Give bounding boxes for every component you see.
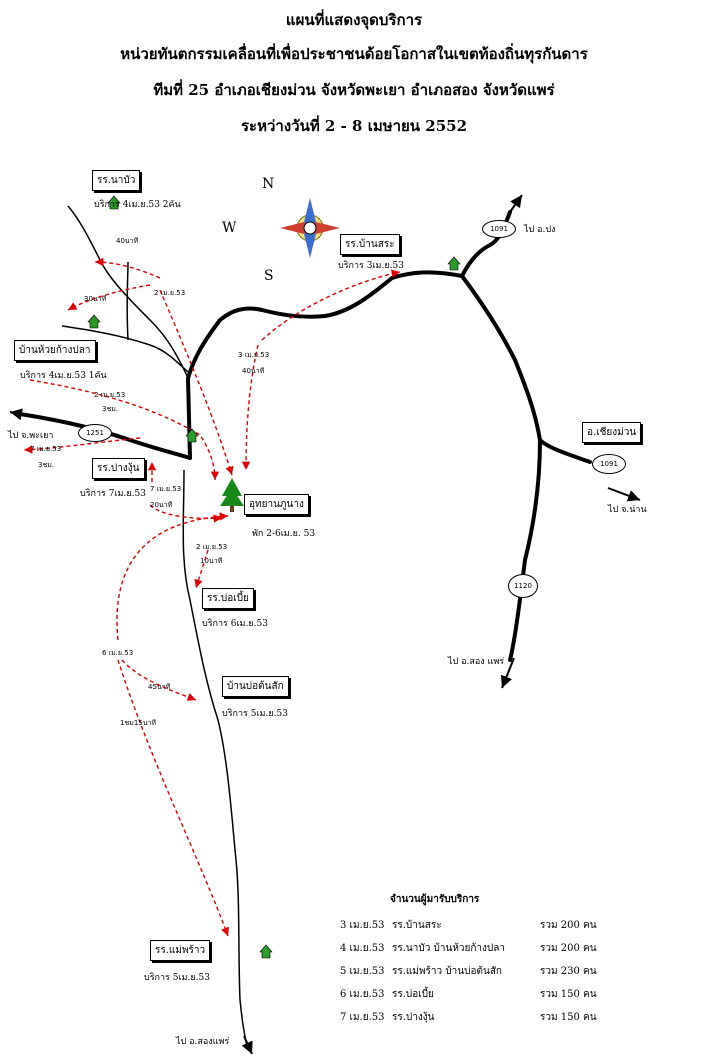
- legend-row-total: รวม 150 คน: [540, 989, 597, 1000]
- place-huaykangpla: บ้านห้วยก้างปลา: [14, 340, 96, 361]
- trip-label: 30นาที: [84, 295, 107, 303]
- place-maephrao-service: บริการ 5เม.ย.53: [144, 973, 210, 983]
- destination-song-1: ไป อ.สอง แพร่: [448, 657, 505, 667]
- place-park-service: พัก 2-6เม.ย. 53: [252, 529, 316, 539]
- destination-phayao: ไป จ.พะเยา: [8, 431, 54, 441]
- place-huaykangpla-service: บริการ 4เม.ย.53 1คัน: [20, 371, 107, 381]
- exit-arrows: [9, 194, 641, 1055]
- route-marker-1091-east: 1091: [592, 454, 626, 474]
- place-bansara-service: บริการ 3เม.ย.53: [338, 261, 404, 271]
- map-title-line-1: แผนที่แสดงจุดบริการ: [285, 11, 423, 29]
- route-marker-1120: 1120: [508, 574, 538, 598]
- map-title-line-4: ระหว่างวันที่ 2 - 8 เมษายน 2552: [240, 117, 468, 135]
- trip-label: 3 เม.ย.53: [238, 351, 270, 359]
- legend-row-date: 5 เม.ย.53: [340, 966, 385, 977]
- compass-south: S: [264, 268, 274, 284]
- place-chiangmuan: อ.เชียงม่วน: [582, 422, 642, 443]
- compass-west: W: [222, 220, 237, 236]
- trip-label: 10นาที: [200, 557, 223, 565]
- map-title-line-3: ทีมที่ 25 อำเภอเชียงม่วน จังหวัดพะเยา อำ…: [153, 81, 555, 99]
- trip-label: 2 เม.ย.53: [196, 543, 228, 551]
- place-bansara: รร.บ้านสระ: [340, 234, 400, 255]
- place-bonthonsak: บ้านบ่อต้นสัก: [222, 676, 289, 697]
- legend-row-date: 4 เม.ย.53: [340, 943, 385, 954]
- place-pangngun: รร.ปางงุ้น: [92, 458, 145, 479]
- trip-label: 7 เม.ย.53: [150, 485, 182, 493]
- destination-song-2: ไป อ.สองแพร่: [176, 1037, 230, 1047]
- trip-label: 2 เม.ย.53: [154, 289, 186, 297]
- park-tree-icon: [220, 478, 244, 512]
- trip-label: 6 เม.ย.53: [102, 649, 134, 657]
- legend-row-total: รวม 200 คน: [540, 920, 597, 931]
- map-title-line-2: หน่วยทันตกรรมเคลื่อนที่เพื่อประชาชนด้อยโ…: [120, 45, 588, 63]
- compass-north: N: [262, 176, 275, 192]
- trip-routes: [23, 257, 401, 937]
- legend-row-place: รร.ปางงุ้น: [392, 1012, 435, 1023]
- route-marker-1251: 1251: [78, 424, 112, 442]
- legend-row-total: รวม 200 คน: [540, 943, 597, 954]
- trip-label: 2 เม.ย.53: [94, 391, 126, 399]
- legend-row-total: รวม 230 คน: [540, 966, 597, 977]
- trip-label: 40นาที: [116, 237, 139, 245]
- trip-label: 40นาที: [242, 367, 265, 375]
- legend-row-date: 3 เม.ย.53: [340, 920, 385, 931]
- legend-row-place: รร.บ้านสระ: [392, 920, 442, 931]
- legend-row-place: รร.นาบัว บ้านห้วยก้างปลา: [392, 943, 506, 954]
- place-maephrao: รร.แม่พร้าว: [150, 940, 211, 961]
- compass-rose: [280, 198, 340, 258]
- trip-label: 1ชม15นาที: [120, 719, 157, 727]
- legend-row-date: 6 เม.ย.53: [340, 989, 385, 1000]
- destination-pong: ไป อ.ปง: [524, 225, 556, 235]
- place-nabua-service: บริการ 4เม.ย.53 2คัน: [94, 200, 181, 210]
- trip-label: 7 เม.ย.53: [30, 445, 62, 453]
- legend-row-place: รร.แม่พร้าว บ้านบ่อต้นสัก: [392, 966, 502, 977]
- route-marker-1091: 1091: [482, 220, 516, 238]
- trip-label: 45นาที: [148, 683, 171, 691]
- trip-label: 3ชม.: [38, 461, 55, 469]
- legend-row-date: 7 เม.ย.53: [340, 1012, 385, 1023]
- trip-label: 3ชม.: [102, 405, 119, 413]
- legend-title: จำนวนผู้มารับบริการ: [390, 894, 480, 905]
- place-park: อุทยานภูนาง: [244, 494, 309, 515]
- legend-row-total: รวม 150 คน: [540, 1012, 597, 1023]
- place-pangngun-service: บริการ 7เม.ย.53: [80, 489, 146, 499]
- place-bopia-service: บริการ 6เม.ย.53: [202, 619, 268, 629]
- place-bonthonsak-service: บริการ 5เม.ย.53: [222, 709, 288, 719]
- village-house-icons: [87, 195, 461, 959]
- legend-row-place: รร.บ่อเบี้ย: [392, 989, 434, 1000]
- destination-nan: ไป จ.น่าน: [608, 505, 647, 515]
- place-bopia: รร.บ่อเบี้ย: [202, 588, 254, 609]
- place-nabua: รร.นาบัว: [92, 170, 141, 191]
- trip-label: 20นาที: [150, 501, 173, 509]
